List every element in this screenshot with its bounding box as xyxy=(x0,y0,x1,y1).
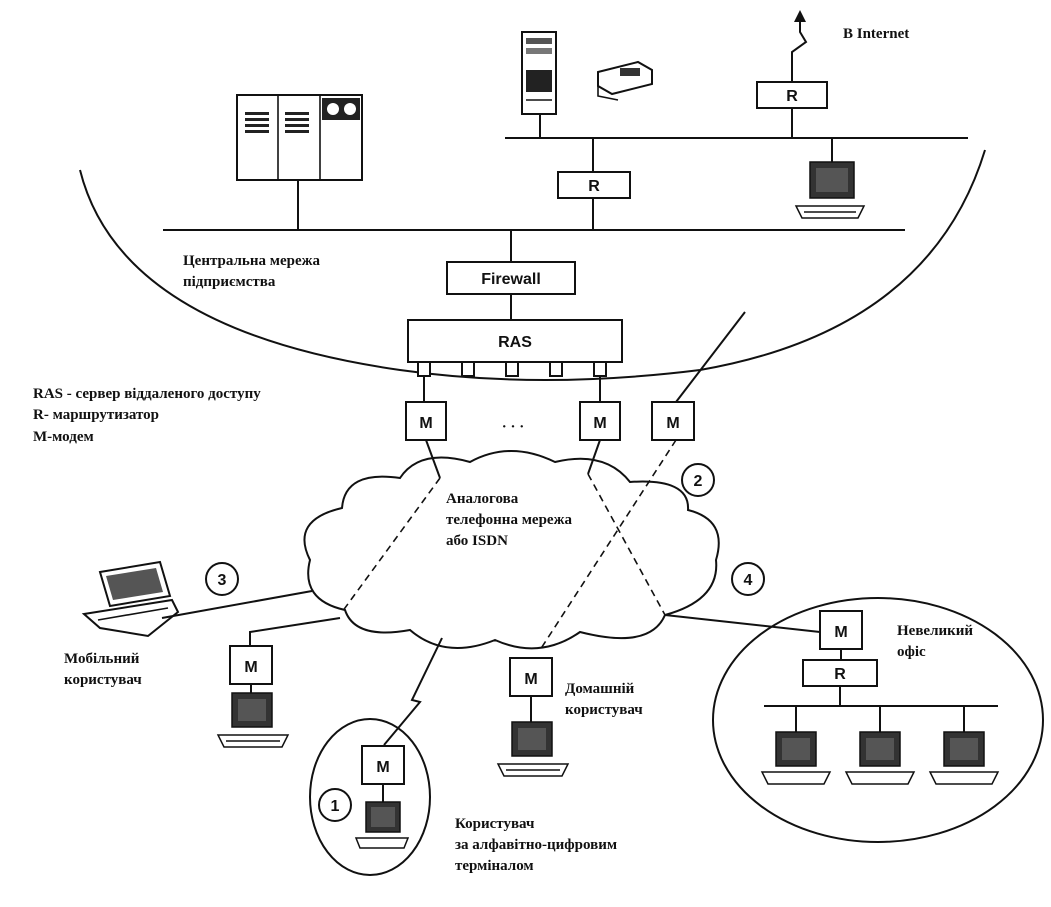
mobile-label-1: Мобільний xyxy=(64,651,140,667)
firewall-box xyxy=(446,261,576,295)
ras-label: RAS xyxy=(498,334,532,351)
mobile-label-2: користувач xyxy=(64,672,142,688)
small-office-boundary xyxy=(712,597,1044,843)
terminal-label-2: за алфавітно-цифровим xyxy=(455,837,617,853)
office-computer-3-icon xyxy=(928,731,1000,785)
printer-icon xyxy=(597,60,653,101)
cloud-label-1: Аналогова xyxy=(446,491,519,507)
legend-router: R- маршрутизатор xyxy=(33,407,159,423)
modem-home xyxy=(509,657,553,697)
legend-ras: RAS - сервер віддаленого доступу xyxy=(33,386,261,402)
terminal-user-boundary xyxy=(309,718,431,876)
terminal-lightning xyxy=(383,637,443,746)
terminal-computer-icon xyxy=(354,801,410,849)
number-circle-1 xyxy=(318,788,352,822)
number-circle-4 xyxy=(731,562,765,596)
number-circle-3 xyxy=(205,562,239,596)
central-network-label-1: Центральна мережа xyxy=(183,253,320,269)
modem-ras-2-label: M xyxy=(593,415,606,432)
firewall-label: Firewall xyxy=(481,271,541,288)
modem-direct xyxy=(651,401,695,441)
cloud-label-3: або ISDN xyxy=(446,533,508,549)
modem-terminal xyxy=(361,745,405,785)
modem-ras-1 xyxy=(405,401,447,441)
home-computer-icon xyxy=(496,721,570,777)
laptop-icon xyxy=(81,560,180,638)
number-3: 3 xyxy=(218,572,227,589)
office-label-1: Невеликий xyxy=(897,623,973,639)
number-2: 2 xyxy=(694,473,703,490)
router-office-label: R xyxy=(834,666,846,683)
office-computer-1-icon xyxy=(760,731,832,785)
router-middle-label: R xyxy=(588,178,600,195)
workstation-icon xyxy=(794,161,866,219)
number-circle-2 xyxy=(681,463,715,497)
legend-modem: М-модем xyxy=(33,429,94,445)
dashed-path-3 xyxy=(539,439,677,651)
router-top-label: R xyxy=(786,88,798,105)
ras-ports xyxy=(417,361,607,377)
modem-ras-1-label: M xyxy=(419,415,432,432)
router-top xyxy=(756,81,828,109)
home-label-1: Домашній xyxy=(565,681,635,697)
modem-terminal-label: M xyxy=(376,759,389,776)
telephone-network-cloud xyxy=(303,450,720,650)
mainframe-icon xyxy=(236,94,363,181)
home-label-2: користувач xyxy=(565,702,643,718)
modem-left-user-label: M xyxy=(244,659,257,676)
cloud-label-2: телефонна мережа xyxy=(446,512,572,528)
router-office xyxy=(802,659,878,687)
tower-server-icon xyxy=(521,31,557,115)
terminal-label-1: Користувач xyxy=(455,816,535,832)
dashed-path-1 xyxy=(341,477,441,613)
dashed-path-2 xyxy=(587,473,666,616)
internet-lightning xyxy=(791,20,808,82)
modem-dots: · · · xyxy=(502,419,525,435)
modem-direct-label: M xyxy=(666,415,679,432)
office-computer-2-icon xyxy=(844,731,916,785)
central-network-boundary xyxy=(79,149,986,381)
office-label-2: офіс xyxy=(897,644,926,660)
internet-arrow-icon xyxy=(794,10,806,22)
number-4: 4 xyxy=(744,572,753,589)
modem-home-label: M xyxy=(524,671,537,688)
left-user-computer-icon xyxy=(216,692,290,748)
terminal-label-3: терміналом xyxy=(455,858,534,874)
modem-office-label: M xyxy=(834,624,847,641)
number-1: 1 xyxy=(331,798,340,815)
central-network-label-2: підприємства xyxy=(183,274,276,290)
internet-label: В Internet xyxy=(843,26,909,42)
